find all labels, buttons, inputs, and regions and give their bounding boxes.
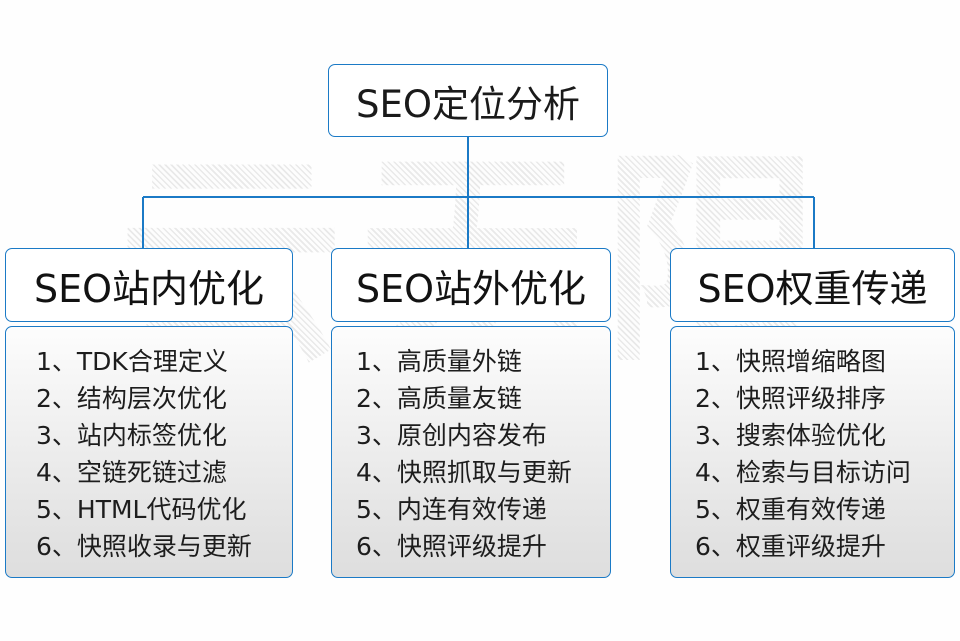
- list-item: 1、TDK合理定义: [36, 347, 228, 376]
- list-item: 3、搜索体验优化: [695, 421, 886, 450]
- column-weight-title: SEO权重传递: [697, 266, 928, 311]
- column-internal-header[interactable]: SEO站内优化: [5, 248, 293, 322]
- list-item: 4、空链死链过滤: [36, 458, 227, 487]
- list-item: 2、高质量友链: [356, 384, 522, 413]
- list-item: 6、权重评级提升: [695, 532, 886, 561]
- list-item: 6、快照评级提升: [356, 532, 547, 561]
- column-weight-body: 1、快照增缩略图 2、快照评级排序 3、搜索体验优化 4、检索与目标访问 5、权…: [670, 326, 955, 578]
- list-item: 5、内连有效传递: [356, 495, 547, 524]
- column-external-title: SEO站外优化: [355, 266, 587, 311]
- list-item: 4、快照抓取与更新: [356, 458, 572, 487]
- list-item: 5、HTML代码优化: [36, 495, 247, 524]
- list-item: 6、快照收录与更新: [36, 532, 252, 561]
- list-item: 1、快照增缩略图: [695, 347, 886, 376]
- list-item: 4、检索与目标访问: [695, 458, 911, 487]
- list-item: 2、结构层次优化: [36, 384, 227, 413]
- column-weight-header[interactable]: SEO权重传递: [670, 248, 955, 322]
- column-external-body: 1、高质量外链 2、高质量友链 3、原创内容发布 4、快照抓取与更新 5、内连有…: [331, 326, 611, 578]
- column-external-header[interactable]: SEO站外优化: [331, 248, 611, 322]
- column-internal-title: SEO站内优化: [33, 266, 265, 311]
- list-item: 1、高质量外链: [356, 347, 522, 376]
- list-item: 3、站内标签优化: [36, 421, 227, 450]
- list-item: 2、快照评级排序: [695, 384, 886, 413]
- list-item: 5、权重有效传递: [695, 495, 886, 524]
- column-internal-body: 1、TDK合理定义 2、结构层次优化 3、站内标签优化 4、空链死链过滤 5、H…: [5, 326, 293, 578]
- node-root[interactable]: SEO定位分析: [328, 64, 608, 137]
- list-item: 3、原创内容发布: [356, 421, 547, 450]
- node-root-label: SEO定位分析: [356, 82, 580, 126]
